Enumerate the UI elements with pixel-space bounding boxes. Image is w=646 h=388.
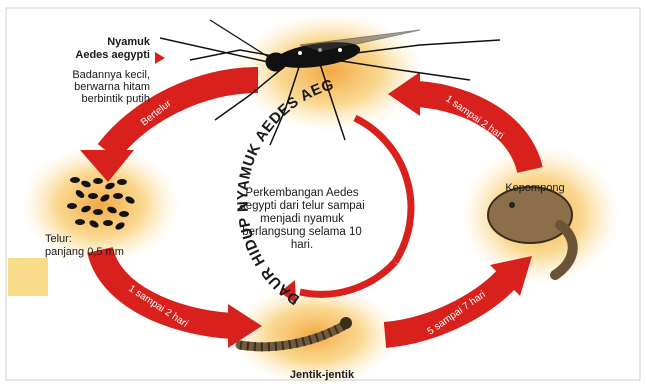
mosquito-desc-1: Badannya kecil, bbox=[72, 69, 150, 81]
mosquito-desc-2: berwarna hitam bbox=[74, 81, 150, 93]
mosquito-glow bbox=[235, 12, 425, 132]
center-line-5: hari. bbox=[291, 239, 313, 251]
center-line-4: berlangsung selama 10 bbox=[242, 226, 362, 238]
egg-label-1: Telur: bbox=[45, 233, 72, 245]
center-line-2: aegypti dari telur sampai bbox=[239, 200, 364, 212]
yellow-band bbox=[8, 258, 48, 296]
mosquito-desc-3: berbintik putih bbox=[82, 93, 151, 105]
pupa-label: Kepompong bbox=[505, 182, 564, 194]
center-line-3: menjadi nyamuk bbox=[260, 213, 344, 225]
mosquito-name-1: Nyamuk bbox=[107, 36, 151, 48]
mosquito-name-2: Aedes aegypti bbox=[75, 49, 150, 61]
larva-label: Jentik-jentik bbox=[290, 369, 355, 381]
egg-label-2: panjang 0,5 mm bbox=[45, 246, 124, 258]
center-line-1: Perkembangan Aedes bbox=[245, 187, 358, 199]
